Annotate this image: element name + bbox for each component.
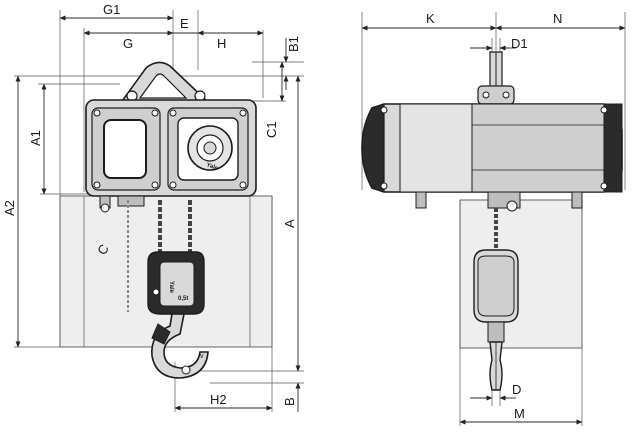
dim-label-D1: D1 xyxy=(511,36,528,51)
dim-label-B1: B1 xyxy=(286,36,301,52)
dim-label-N: N xyxy=(553,11,562,26)
dim-label-A1: A1 xyxy=(28,130,43,146)
load-hook-front: v xyxy=(151,313,209,379)
bottom-hook-block-side xyxy=(473,249,519,343)
load-chain-front xyxy=(127,200,192,312)
side-dimension-lines xyxy=(361,25,626,425)
dim-label-G: G xyxy=(123,36,133,51)
dim-label-A: A xyxy=(282,219,297,228)
hook-mark: v xyxy=(200,353,204,360)
hoist-body-side xyxy=(361,103,623,212)
dim-label-D: D xyxy=(512,382,521,397)
dim-label-A2: A2 xyxy=(2,200,17,216)
dim-label-C1: C1 xyxy=(264,121,279,138)
hook-plate-capacity: 0,5t xyxy=(178,296,188,302)
front-view: Yale Yale 0,5t xyxy=(2,2,304,412)
bottom-hook-block-front: Yale 0,5t xyxy=(147,251,205,315)
dim-label-G1: G1 xyxy=(103,2,120,17)
dim-label-B: B xyxy=(282,397,297,406)
top-suspension-hook xyxy=(118,61,213,105)
dim-label-H: H xyxy=(217,36,226,51)
hook-block-logo: Yale xyxy=(168,281,174,294)
front-dimension-labels: G1 G E H B1 A1 A2 C1 A C H2 B xyxy=(2,2,301,407)
brand-logo-front: Yale xyxy=(205,162,219,172)
side-dimension-labels: K N D1 D M xyxy=(426,11,562,421)
dim-label-E: E xyxy=(180,16,189,31)
dim-label-H2: H2 xyxy=(210,392,227,407)
dim-label-M: M xyxy=(514,406,525,421)
side-view: K N D1 D M xyxy=(361,11,626,426)
dim-label-K: K xyxy=(426,11,435,26)
side-suspension-hook xyxy=(477,51,515,105)
load-hook-side xyxy=(489,341,503,391)
hoist-body-front: Yale xyxy=(85,99,257,213)
